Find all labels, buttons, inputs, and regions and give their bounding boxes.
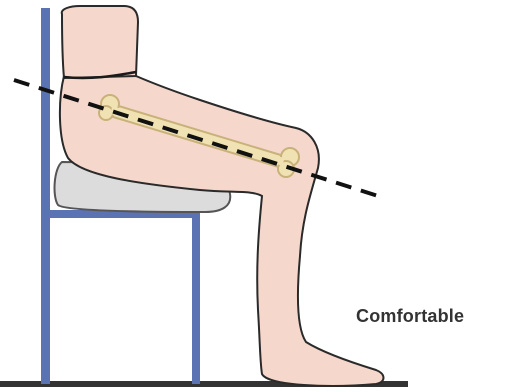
- posture-caption: Comfortable: [356, 306, 464, 327]
- chair-front-leg: [192, 214, 200, 384]
- chair-back-post: [41, 8, 50, 384]
- leg-silhouette: [60, 76, 384, 386]
- torso: [62, 6, 138, 78]
